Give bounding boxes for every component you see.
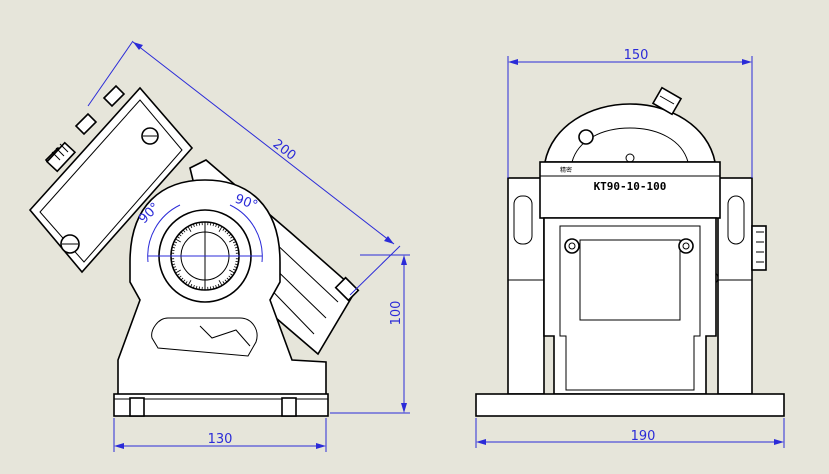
dial-tick xyxy=(182,229,186,233)
dial-tick xyxy=(222,281,225,285)
dial-tick xyxy=(187,226,192,232)
dial-tick xyxy=(235,260,239,263)
dial-tick xyxy=(174,241,178,244)
dial-tick xyxy=(222,227,225,231)
dial-tick xyxy=(172,246,176,249)
front-nameplate xyxy=(539,161,721,219)
dial-tick xyxy=(171,249,175,252)
dial-tick xyxy=(224,229,228,233)
dial-tick xyxy=(226,231,230,235)
dial-tick xyxy=(176,273,180,276)
dial-tick xyxy=(187,280,192,286)
dial-tick xyxy=(230,236,234,239)
dial-tick xyxy=(195,223,198,227)
dial-tick xyxy=(171,260,175,263)
dial-tick xyxy=(224,279,228,283)
dial-tick xyxy=(175,238,181,243)
dial-tick xyxy=(174,268,178,271)
dial-tick xyxy=(212,223,215,227)
dial-tick xyxy=(217,283,220,287)
dial-tick xyxy=(217,225,220,229)
dial-tick xyxy=(172,243,177,246)
dial-tick xyxy=(233,266,238,269)
dial-tick xyxy=(212,285,215,289)
dial-tick xyxy=(182,279,186,283)
dial-tick xyxy=(185,281,188,285)
dial-tick xyxy=(185,227,188,231)
dial-tick xyxy=(215,223,218,228)
dial-tick xyxy=(175,269,181,274)
dial-tick xyxy=(180,277,184,281)
front-base-plate xyxy=(475,393,785,417)
dim-side-diagonal: 200 xyxy=(270,137,299,164)
dim-angle-right: 90° xyxy=(233,192,260,214)
dim-side-width: 130 xyxy=(208,432,233,447)
dial-tick xyxy=(195,285,198,289)
dial-tick xyxy=(198,286,201,290)
pedestal-window xyxy=(151,317,258,357)
dial-tick xyxy=(190,283,193,287)
brand-mark: 精密 xyxy=(560,166,572,174)
dim-side-height: 100 xyxy=(389,301,404,326)
dial-tick xyxy=(172,266,177,269)
dial-tick xyxy=(192,284,195,289)
dial-tick xyxy=(233,243,238,246)
dial-tick xyxy=(218,226,223,232)
dial-tick xyxy=(190,225,193,229)
dial-tick xyxy=(228,233,232,237)
dial-tick xyxy=(180,231,184,235)
dial-tick xyxy=(229,238,235,243)
tilted-chuck xyxy=(28,84,194,274)
dial-tick xyxy=(228,275,232,279)
dial-tick xyxy=(178,275,182,279)
dial-tick xyxy=(209,286,212,290)
dial-tick xyxy=(234,263,238,266)
dial-tick xyxy=(178,233,182,237)
dial-tick xyxy=(218,280,223,286)
dim-front-top-width: 150 xyxy=(624,48,649,63)
dial-tick xyxy=(176,236,180,239)
dial-tick xyxy=(230,273,234,276)
dial-tick xyxy=(209,222,212,226)
dim-front-base-width: 190 xyxy=(631,429,656,444)
dial-tick xyxy=(215,284,218,289)
dial-tick xyxy=(235,249,239,252)
dial-tick xyxy=(192,223,195,228)
dial-tick xyxy=(198,222,201,226)
front-chuck xyxy=(544,103,716,163)
dial-tick xyxy=(232,268,236,271)
front-view: KT90-10-100 精密 xyxy=(475,86,785,417)
model-label: KT90-10-100 xyxy=(594,180,667,193)
side-view xyxy=(28,84,360,417)
front-dimensions: 150 190 xyxy=(475,48,785,448)
dial-tick xyxy=(172,263,176,266)
dial-tick xyxy=(234,246,238,249)
dial-tick xyxy=(229,269,235,274)
dial-tick xyxy=(226,277,230,281)
dial-tick xyxy=(232,241,236,244)
